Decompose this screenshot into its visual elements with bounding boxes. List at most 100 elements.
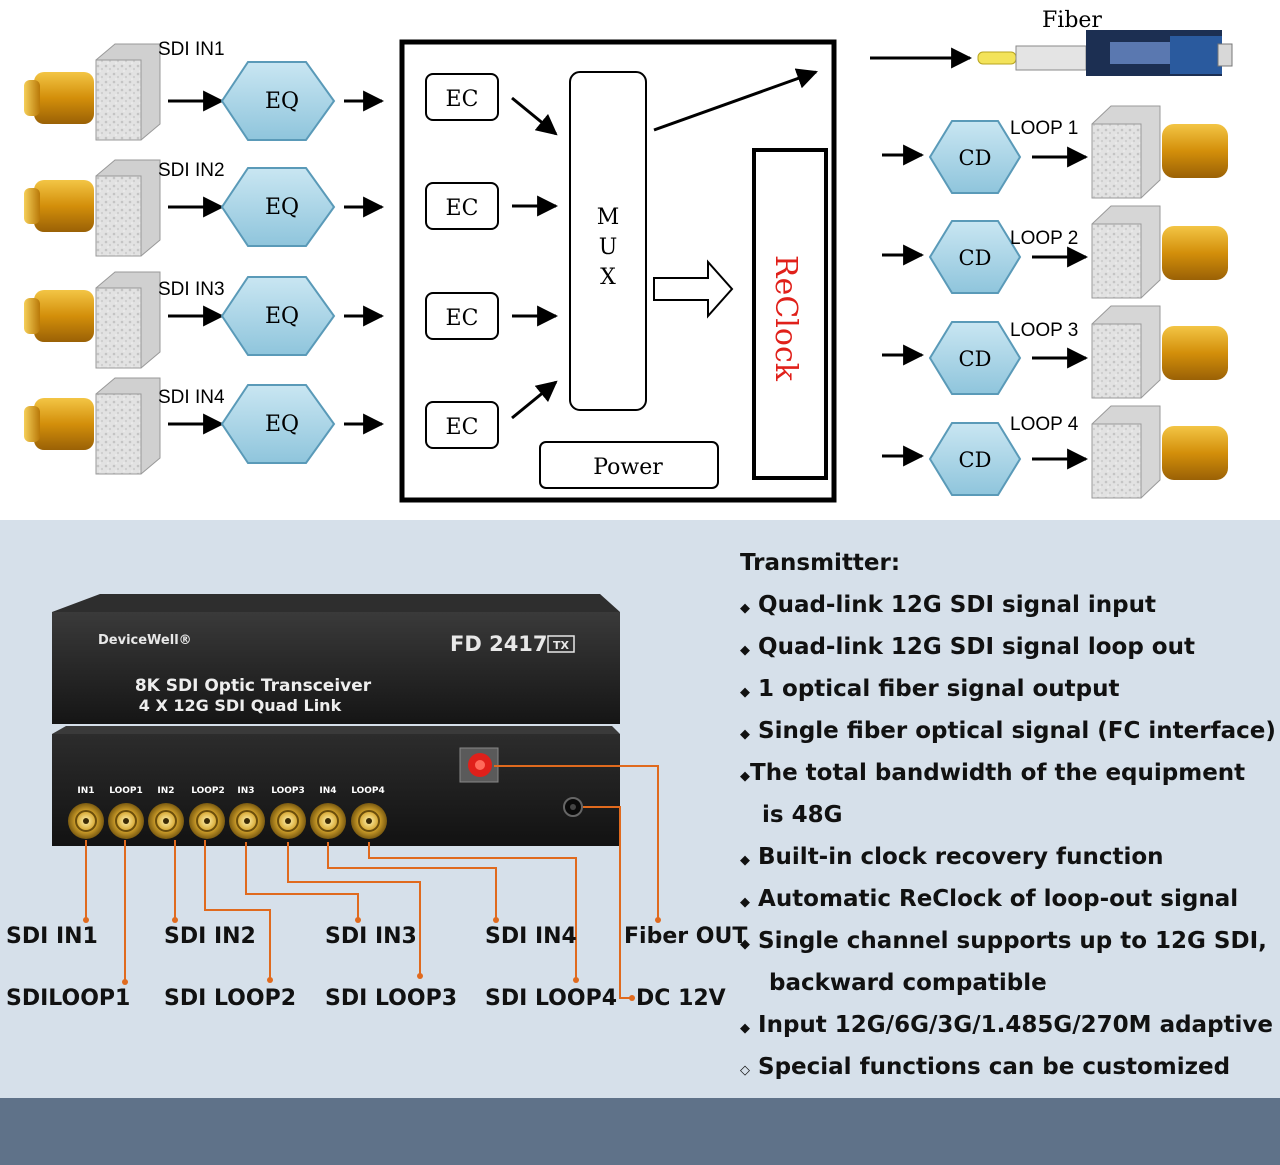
loop-row-3: CD LOOP 3 xyxy=(882,305,1228,399)
callout-sdi-loop4: SDI LOOP4 xyxy=(485,986,618,1011)
eq-label: EQ xyxy=(265,412,299,437)
callout-sdi-in1: SDI IN1 xyxy=(6,924,98,949)
spec-list: Transmitter: ◆ Quad-link 12G SDI signal … xyxy=(740,548,1276,1094)
model-badge: TX xyxy=(553,639,570,652)
port-label-in1: IN1 xyxy=(77,786,94,796)
diamond-bullet-icon: ◆ xyxy=(740,643,750,658)
callout-sdi-in2: SDI IN2 xyxy=(164,924,256,949)
callout-sdi-in4: SDI IN4 xyxy=(485,924,577,949)
cd-hexagon xyxy=(928,422,1022,496)
eq-label: EQ xyxy=(265,89,299,114)
sdi-in-label: SDI IN4 xyxy=(158,387,225,408)
dc-jack-icon xyxy=(563,797,583,817)
ec-label: EC xyxy=(446,415,479,440)
eq-label: EQ xyxy=(265,304,299,329)
spec-item: ◆ Input 12G/6G/3G/1.485G/270M adaptive xyxy=(740,1012,1274,1038)
diamond-bullet-icon: ◆ xyxy=(740,895,750,910)
ec-label: EC xyxy=(446,196,479,221)
cd-label: CD xyxy=(959,146,992,170)
callout-fiber-out: Fiber OUT xyxy=(624,924,748,949)
bnc-port-icon xyxy=(229,803,265,839)
device-illustration: DeviceWell® FD 2417 TX 8K SDI Optic Tran… xyxy=(52,594,661,1001)
bnc-connector-icon xyxy=(24,159,161,257)
input-row-1: SDI IN1 EQ xyxy=(24,39,385,141)
input-row-3: SDI IN3 EQ xyxy=(24,271,385,369)
eq-hexagon xyxy=(220,167,336,247)
eq-hexagon xyxy=(220,61,336,141)
reclock-block: ReClock xyxy=(752,148,828,480)
bnc-port-icon xyxy=(270,803,306,839)
port-label-loop3: LOOP3 xyxy=(271,786,305,796)
spec-item: ◆ Automatic ReClock of loop-out signal xyxy=(740,886,1239,912)
ec-block: EC xyxy=(425,401,499,449)
bnc-port-icon xyxy=(310,803,346,839)
spec-item: ◆ 1 optical fiber signal output xyxy=(740,676,1120,702)
diamond-bullet-icon: ◆ xyxy=(740,769,750,784)
hollow-diamond-bullet-icon: ◇ xyxy=(740,1063,750,1078)
callout-sdi-in3: SDI IN3 xyxy=(325,924,417,949)
spec-item: ◆The total bandwidth of the equipment xyxy=(740,760,1246,786)
diamond-bullet-icon: ◆ xyxy=(740,937,750,952)
loop-row-1: CD LOOP 1 xyxy=(882,105,1228,199)
signal-flow-diagram: SDI IN1 EQ SDI IN2 EQ SDI IN3 EQ xyxy=(0,0,1280,520)
loop-label: LOOP 4 xyxy=(1010,414,1079,435)
spec-item: ◆ Quad-link 12G SDI signal input xyxy=(740,592,1156,618)
port-label-in2: IN2 xyxy=(157,786,174,796)
mux-letter-2: U xyxy=(599,235,618,260)
diamond-bullet-icon: ◆ xyxy=(740,1021,750,1036)
port-label-loop4: LOOP4 xyxy=(351,786,385,796)
device-top-panel xyxy=(52,612,620,724)
bnc-port-icon xyxy=(351,803,387,839)
ec-block: EC xyxy=(425,182,499,230)
spec-item: ◆ Single channel supports up to 12G SDI, xyxy=(740,928,1267,954)
sdi-in-label: SDI IN2 xyxy=(158,160,225,181)
spec-item: ◇ Special functions can be customized xyxy=(740,1054,1231,1080)
ec-label: EC xyxy=(446,306,479,331)
spec-item: ◆ Built-in clock recovery function xyxy=(740,844,1164,870)
loop-label: LOOP 3 xyxy=(1010,320,1078,341)
bnc-connector-icon xyxy=(24,271,161,369)
sdi-in-label: SDI IN1 xyxy=(158,39,225,60)
spec-item-continuation: is 48G xyxy=(762,802,843,828)
model-number: FD 2417 xyxy=(450,632,548,656)
port-label-loop2: LOOP2 xyxy=(191,786,225,796)
port-label-in3: IN3 xyxy=(237,786,254,796)
ec-block: EC xyxy=(425,73,499,121)
spec-item: ◆ Single fiber optical signal (FC interf… xyxy=(740,718,1276,744)
port-label-in4: IN4 xyxy=(319,786,336,796)
input-row-2: SDI IN2 EQ xyxy=(24,159,385,257)
mux-letter-3: X xyxy=(600,265,616,290)
device-name-line1: 8K SDI Optic Transceiver xyxy=(135,676,372,696)
callout-dc-12v: DC 12V xyxy=(636,986,726,1011)
diamond-bullet-icon: ◆ xyxy=(740,727,750,742)
cd-label: CD xyxy=(959,246,992,270)
input-row-4: SDI IN4 EQ xyxy=(24,377,385,475)
bnc-connector-icon xyxy=(1091,105,1228,199)
bnc-port-icon xyxy=(189,803,225,839)
cd-label: CD xyxy=(959,347,992,371)
bnc-port-icon xyxy=(148,803,184,839)
loop-row-2: CD LOOP 2 xyxy=(882,205,1228,299)
callout-dots xyxy=(83,917,661,1001)
hollow-arrow-icon xyxy=(653,259,734,319)
bnc-connector-icon xyxy=(1091,405,1228,499)
eq-hexagon xyxy=(220,384,336,464)
cd-label: CD xyxy=(959,448,992,472)
bnc-connector-icon xyxy=(24,43,161,141)
eq-hexagon xyxy=(220,276,336,356)
sdi-in-label: SDI IN3 xyxy=(158,279,225,300)
diamond-bullet-icon: ◆ xyxy=(740,853,750,868)
device-top-edge xyxy=(52,594,620,612)
diamond-bullet-icon: ◆ xyxy=(740,685,750,700)
callout-sdi-loop2: SDI LOOP2 xyxy=(164,986,297,1011)
callout-sdi-loop3: SDI LOOP3 xyxy=(325,986,458,1011)
bnc-connector-icon xyxy=(1091,305,1228,399)
cd-hexagon xyxy=(928,120,1022,194)
power-label: Power xyxy=(593,455,663,480)
spec-title: Transmitter: xyxy=(740,550,901,576)
ec-label: EC xyxy=(446,87,479,112)
cd-hexagon xyxy=(928,321,1022,395)
eq-label: EQ xyxy=(265,195,299,220)
bnc-connector-icon xyxy=(24,377,161,475)
fiber-connector-icon xyxy=(977,30,1233,76)
